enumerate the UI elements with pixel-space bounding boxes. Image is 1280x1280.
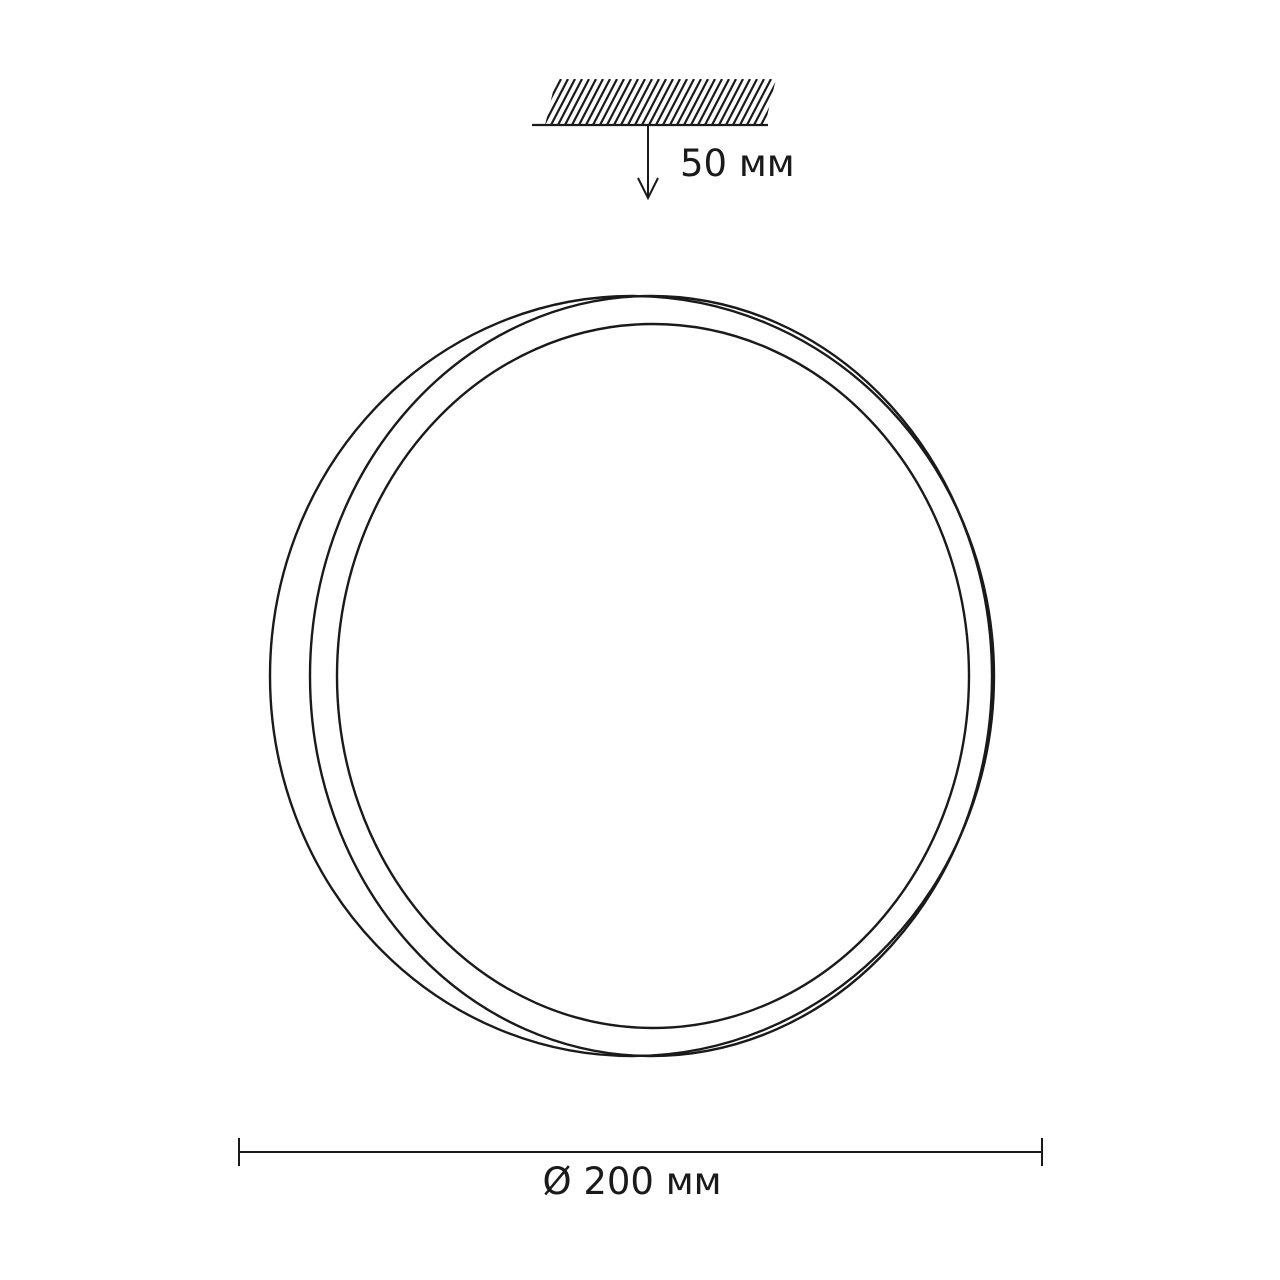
hatch-stroke xyxy=(690,79,716,125)
lamp-body xyxy=(268,294,996,1058)
hatch-stroke xyxy=(732,79,758,125)
hatch-stroke xyxy=(592,79,618,125)
hatch-stroke xyxy=(585,79,611,125)
hatch-stroke xyxy=(774,79,776,125)
hatch-stroke xyxy=(606,79,632,125)
ceiling-hatching xyxy=(545,79,820,125)
hatch-stroke xyxy=(634,79,660,125)
hatch-stroke xyxy=(753,79,776,125)
hatch-stroke xyxy=(711,79,737,125)
hatch-stroke xyxy=(662,79,688,125)
outer-rim xyxy=(268,294,996,1058)
diameter-dimension: Ø 200 мм xyxy=(238,1138,1043,1203)
hatch-stroke xyxy=(767,79,776,125)
hatch-stroke xyxy=(564,79,590,125)
hatch-stroke xyxy=(571,79,597,125)
diameter-label: Ø 200 мм xyxy=(542,1160,721,1203)
height-label: 50 мм xyxy=(680,142,795,185)
rim-front-edge xyxy=(308,294,994,1058)
hatch-stroke xyxy=(676,79,702,125)
hatch-stroke xyxy=(725,79,751,125)
hatch-stroke xyxy=(545,79,569,125)
hatch-stroke xyxy=(550,79,576,125)
hatch-stroke xyxy=(557,79,583,125)
hatch-stroke xyxy=(613,79,639,125)
ceiling-symbol xyxy=(532,79,820,127)
hatch-stroke xyxy=(746,79,772,125)
hatch-stroke xyxy=(641,79,667,125)
hatch-stroke xyxy=(578,79,604,125)
hatch-stroke xyxy=(648,79,674,125)
hatch-stroke xyxy=(683,79,709,125)
hatch-stroke xyxy=(697,79,723,125)
hatch-stroke xyxy=(545,79,555,125)
hatch-stroke xyxy=(739,79,765,125)
hatch-stroke xyxy=(599,79,625,125)
hatch-stroke xyxy=(669,79,695,125)
arrow-down-icon xyxy=(637,177,659,201)
hatch-stroke xyxy=(627,79,653,125)
hatch-stroke xyxy=(545,79,562,125)
hatch-stroke xyxy=(782,79,806,125)
hatch-stroke xyxy=(796,79,820,125)
diffuser-circle xyxy=(335,322,971,1030)
hatch-stroke xyxy=(718,79,744,125)
hatch-stroke xyxy=(704,79,730,125)
hatch-stroke xyxy=(760,79,776,125)
hatch-stroke xyxy=(655,79,681,125)
hatch-stroke xyxy=(789,79,813,125)
height-dimension: 50 мм xyxy=(637,125,795,201)
hatch-stroke xyxy=(620,79,646,125)
